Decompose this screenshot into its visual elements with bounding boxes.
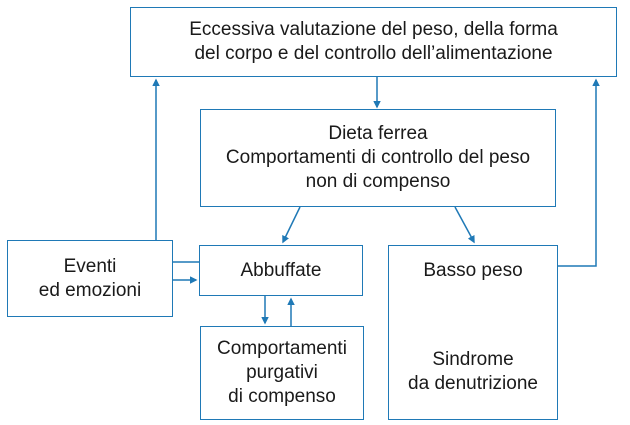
strict-diet-line-1: Dieta ferrea [328,123,428,144]
arrow-diet-to-low-weight [454,206,475,244]
purging-node: Comportamenti purgativi di compenso [200,326,364,420]
arrow-low-weight-to-overvaluation [558,78,600,267]
malnutrition-line-1: Sindrome [432,349,514,370]
events-node: Eventi ed emozioni [7,240,173,317]
arrow-diet-to-binge [282,206,301,244]
arrow-binge-to-overvaluation [152,78,199,263]
binge-node: Abbuffate [199,245,363,296]
low-weight-node: Basso peso Sindrome da denutrizione [388,245,558,420]
overvaluation-node: Eccessiva valutazione del peso, della fo… [130,7,617,77]
events-line-2: ed emozioni [38,279,142,301]
strict-diet-node: Dieta ferrea Comportamenti di controllo … [200,109,556,207]
overvaluation-line-2: del corpo e del controllo dell’alimentaz… [194,43,553,64]
malnutrition-line-2: da denutrizione [408,373,538,394]
overvaluation-line-1: Eccessiva valutazione del peso, della fo… [189,19,558,40]
low-weight-title: Basso peso [423,260,523,281]
strict-diet-line-3: non di compenso [305,171,451,192]
purging-line-3: di compenso [228,386,336,407]
purging-line-1: Comportamenti [217,338,347,359]
purging-line-2: purgativi [246,362,318,383]
strict-diet-line-2: Comportamenti di controllo del peso [225,147,531,168]
events-line-1: Eventi [63,255,117,277]
binge-label: Abbuffate [240,259,322,281]
